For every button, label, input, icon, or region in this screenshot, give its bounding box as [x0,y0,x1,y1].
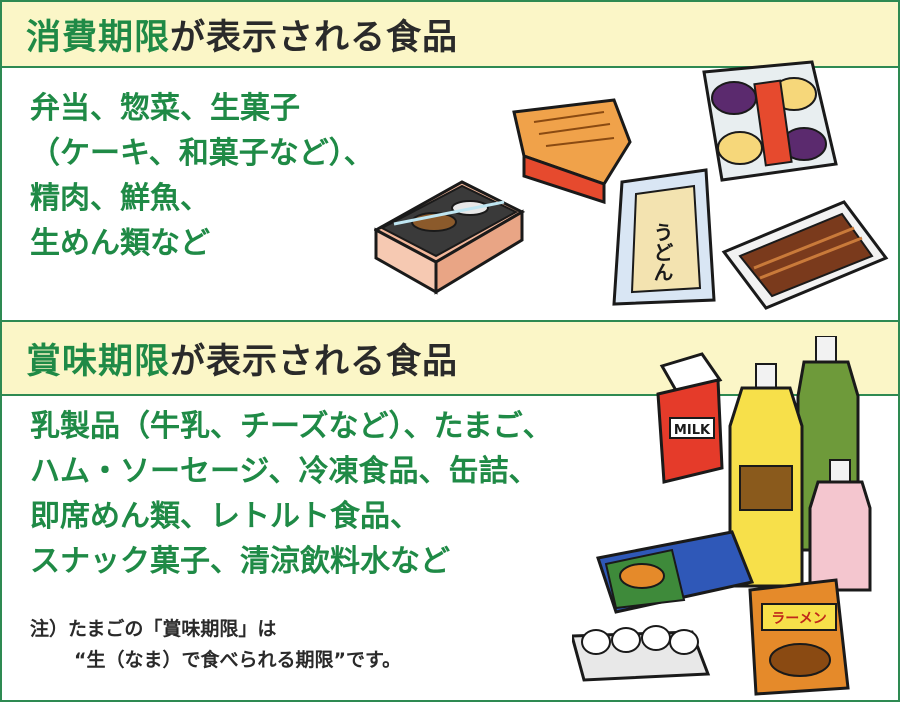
consume-by-line-4: 生めん類など [30,226,210,261]
consume-by-food-list: 弁当、惣菜、生菓子 （ケーキ、和菓子など）、 精肉、鮮魚、 生めん類など [30,86,374,266]
wagashi-tray-icon [702,60,838,182]
consume-by-header: 消費期限が表示される食品 [2,2,898,68]
milk-carton-icon: MILK [656,352,724,484]
best-before-header: 賞味期限が表示される食品 [2,322,898,396]
eel-tray-icon [721,200,889,310]
udon-package-icon: うどん [612,168,716,306]
ramen-package-icon: ラーメン [748,578,850,696]
bento-box-icon [374,180,526,295]
milk-label: MILK [674,423,711,438]
consume-by-title-rest: が表示される食品 [170,17,459,58]
consume-by-section: 消費期限が表示される食品 弁当、惣菜、生菓子 （ケーキ、和菓子など）、 精肉、鮮… [2,2,898,320]
egg-note: 注）たまごの「賞味期限」は “生（なま）で食べられる期限”です。 [30,614,401,676]
best-before-line-4: スナック菓子、清涼飲料水など [30,544,450,579]
ramen-label: ラーメン [771,611,826,627]
consume-by-keyword: 消費期限 [26,17,171,58]
best-before-title-rest: が表示される食品 [170,341,459,382]
consume-by-line-2: （ケーキ、和菓子など）、 [30,136,374,171]
best-before-keyword: 賞味期限 [26,341,171,382]
best-before-line-1: 乳製品（牛乳、チーズなど）、たまご、 [30,409,553,444]
pie-icon [512,98,632,205]
frozen-food-box-icon [596,530,755,614]
egg-note-line-1: 注）たまごの「賞味期限」は [30,618,277,640]
best-before-line-2: ハム・ソーセージ、冷凍食品、缶詰、 [30,454,539,489]
section-divider [2,320,898,322]
consume-by-line-1: 弁当、惣菜、生菓子 [30,91,300,126]
best-before-section: 賞味期限が表示される食品 乳製品（牛乳、チーズなど）、たまご、 ハム・ソーセージ… [2,322,898,700]
best-before-food-list: 乳製品（牛乳、チーズなど）、たまご、 ハム・ソーセージ、冷凍食品、缶詰、 即席め… [30,404,553,584]
bottles-icon [728,336,872,592]
egg-note-line-2: “生（なま）で食べられる期限”です。 [74,649,402,671]
udon-label: うどん [650,222,674,282]
perishable-foods-illustration: うどん [374,60,889,310]
best-before-line-3: 即席めん類、レトルト食品、 [30,499,420,534]
consume-by-line-3: 精肉、鮮魚、 [30,181,210,216]
egg-carton-icon [572,625,711,682]
shelf-stable-foods-illustration: MILK [572,336,872,696]
